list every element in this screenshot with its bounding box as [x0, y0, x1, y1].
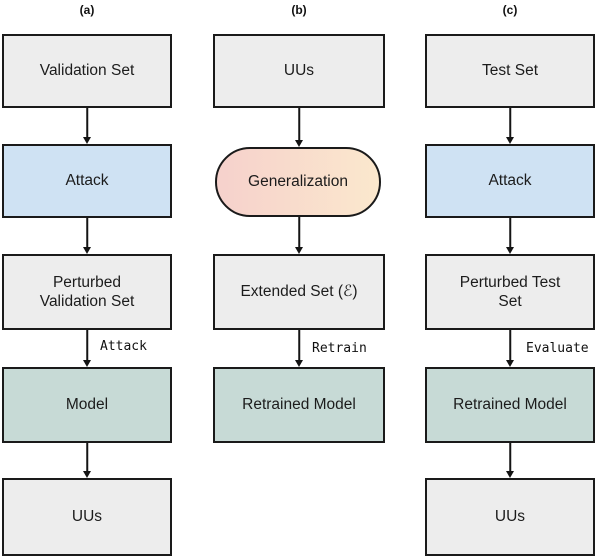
arrowhead-icon: [506, 360, 514, 367]
node-label: Extended Set (ℰ): [240, 283, 358, 301]
node-uus-b: UUs: [213, 34, 385, 108]
arrow-shaft: [86, 108, 88, 140]
arrow-shaft: [86, 443, 88, 474]
arrow-down: [81, 108, 93, 144]
node-label: Attack: [488, 172, 532, 190]
arrow-shaft: [509, 218, 511, 250]
column-b-header: (b): [291, 3, 307, 17]
arrowhead-icon: [83, 471, 91, 478]
edge-label-evaluate: Evaluate: [526, 341, 589, 356]
arrow-down: [504, 330, 516, 367]
arrowhead-icon: [83, 247, 91, 254]
arrowhead-icon: [506, 471, 514, 478]
node-label: Model: [65, 396, 109, 414]
node-label: UUs: [283, 62, 315, 80]
node-label: Perturbed Validation Set: [39, 273, 135, 310]
node-model: Model: [2, 367, 172, 443]
arrow-shaft: [509, 108, 511, 140]
arrowhead-icon: [83, 360, 91, 367]
arrow-down: [81, 443, 93, 478]
node-label: Attack: [65, 172, 109, 190]
column-c-header: (c): [502, 3, 518, 17]
arrowhead-icon: [295, 360, 303, 367]
node-label: Validation Set: [39, 62, 135, 80]
arrow-down: [293, 330, 305, 367]
arrowhead-icon: [295, 140, 303, 147]
node-label: Generalization: [248, 173, 348, 191]
node-label: UUs: [494, 508, 526, 526]
node-retrained-model-b: Retrained Model: [213, 367, 385, 443]
arrow-shaft: [86, 218, 88, 250]
arrow-shaft: [509, 330, 511, 363]
node-uus-c: UUs: [425, 478, 595, 556]
node-label: Retrained Model: [453, 396, 567, 414]
node-generalization: Generalization: [215, 147, 381, 217]
arrow-shaft: [86, 330, 88, 363]
edge-label-attack: Attack: [100, 339, 147, 354]
arrow-down: [504, 443, 516, 478]
arrow-down: [293, 217, 305, 254]
node-test-set: Test Set: [425, 34, 595, 108]
node-validation-set: Validation Set: [2, 34, 172, 108]
node-label: UUs: [71, 508, 103, 526]
node-uus-a: UUs: [2, 478, 172, 556]
node-perturbed-test-set: Perturbed Test Set: [425, 254, 595, 330]
node-label: Retrained Model: [242, 396, 356, 414]
node-extended-set: Extended Set (ℰ): [213, 254, 385, 330]
node-perturbed-validation-set: Perturbed Validation Set: [2, 254, 172, 330]
arrowhead-icon: [506, 137, 514, 144]
arrow-shaft: [298, 330, 300, 363]
node-attack-a: Attack: [2, 144, 172, 218]
arrow-down: [81, 218, 93, 254]
column-a-header: (a): [79, 3, 95, 17]
arrow-shaft: [298, 108, 300, 143]
node-retrained-model-c: Retrained Model: [425, 367, 595, 443]
arrowhead-icon: [506, 247, 514, 254]
arrow-down: [504, 108, 516, 144]
arrowhead-icon: [295, 247, 303, 254]
arrow-down: [81, 330, 93, 367]
arrowhead-icon: [83, 137, 91, 144]
node-label: Test Set: [482, 62, 538, 80]
arrow-shaft: [509, 443, 511, 474]
arrow-down: [293, 108, 305, 147]
node-attack-c: Attack: [425, 144, 595, 218]
arrow-down: [504, 218, 516, 254]
edge-label-retrain: Retrain: [312, 341, 367, 356]
node-label: Perturbed Test Set: [459, 273, 561, 310]
arrow-shaft: [298, 217, 300, 250]
